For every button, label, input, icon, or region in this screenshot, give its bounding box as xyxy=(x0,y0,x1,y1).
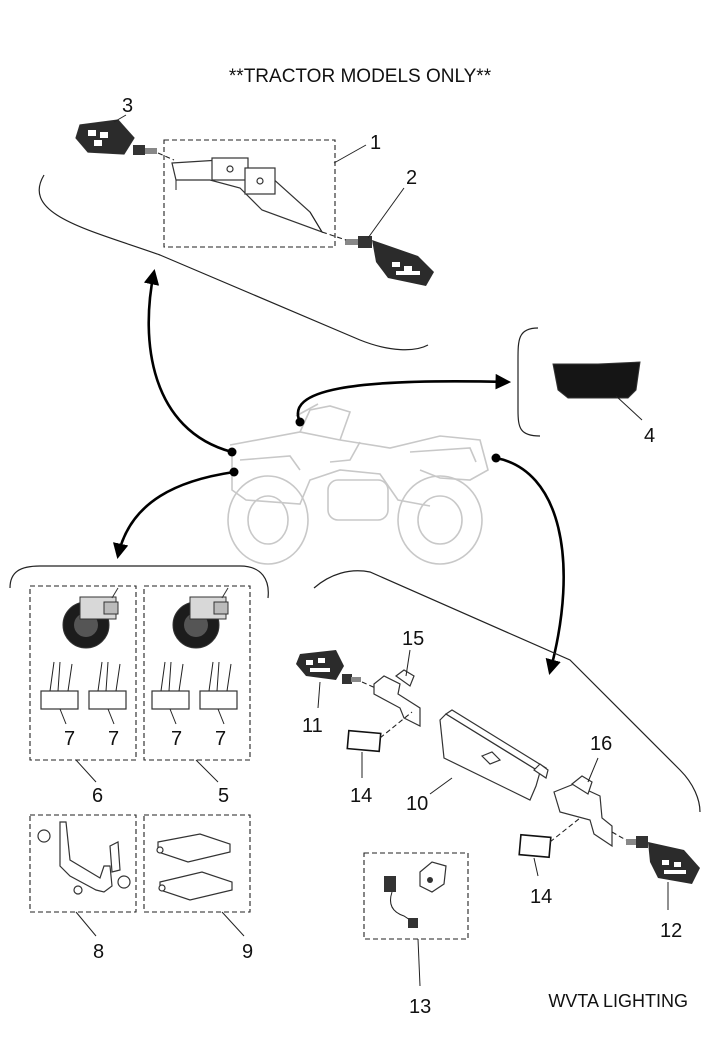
part-13-box xyxy=(363,852,469,940)
callout-14a: 14 xyxy=(350,785,372,807)
part-4-bracket xyxy=(517,327,541,437)
arrow-to-part-4 xyxy=(296,373,512,423)
reflector-14a xyxy=(346,729,382,753)
leader-4 xyxy=(615,395,643,421)
leader-13 xyxy=(417,938,421,987)
leader-8 xyxy=(75,911,97,937)
axis-3 xyxy=(157,152,175,161)
callout-16: 16 xyxy=(590,733,612,755)
rear-bracket-10 xyxy=(439,709,549,801)
part-5-box xyxy=(143,585,251,761)
callout-9: 9 xyxy=(242,941,253,963)
indicator-2 xyxy=(345,236,434,286)
leader-7b xyxy=(107,708,115,725)
callout-6: 6 xyxy=(92,785,103,807)
rear-group-outline xyxy=(313,570,701,813)
part-6-box xyxy=(29,585,137,761)
leader-7d xyxy=(217,708,225,725)
indicator-11 xyxy=(296,650,361,684)
leader-2 xyxy=(367,187,405,239)
callout-3: 3 xyxy=(122,95,133,117)
arrow-to-left-group xyxy=(112,470,235,560)
leader-10 xyxy=(429,777,453,795)
atv-ghost-illustration xyxy=(227,403,489,565)
callout-1: 1 xyxy=(370,132,381,154)
relay-module-7b xyxy=(88,661,127,710)
callout-7d: 7 xyxy=(215,728,226,750)
arrow-to-rear-group xyxy=(495,456,565,676)
dot-left xyxy=(229,467,239,477)
page-title: **TRACTOR MODELS ONLY** xyxy=(229,66,492,87)
callout-15: 15 xyxy=(402,628,424,650)
axis-2 xyxy=(321,231,347,241)
callout-12: 12 xyxy=(660,920,682,942)
reflector-14b xyxy=(518,833,552,859)
leader-16 xyxy=(587,757,599,783)
axis-14b xyxy=(549,817,581,843)
callout-7b: 7 xyxy=(108,728,119,750)
callout-2: 2 xyxy=(406,167,417,189)
callout-10: 10 xyxy=(406,793,428,815)
front-bracket-part xyxy=(171,157,324,234)
leader-15 xyxy=(405,649,411,677)
leader-1 xyxy=(333,144,367,164)
axis-14a xyxy=(379,711,413,739)
mount-plate-16 xyxy=(553,775,613,848)
control-modules xyxy=(156,833,233,901)
callout-5: 5 xyxy=(218,785,229,807)
arrow-to-top-group xyxy=(143,268,233,454)
indicator-12 xyxy=(611,831,700,884)
diagram-caption: WVTA LIGHTING xyxy=(548,991,688,1011)
leader-3 xyxy=(113,114,127,123)
leader-9 xyxy=(221,911,245,937)
callout-4: 4 xyxy=(644,425,655,447)
top-group-outline xyxy=(38,174,429,351)
leader-7a xyxy=(59,708,67,725)
dot-top xyxy=(227,447,237,457)
part-1-box xyxy=(163,139,336,248)
leader-14b xyxy=(533,857,539,877)
callout-8: 8 xyxy=(93,941,104,963)
callout-7c: 7 xyxy=(171,728,182,750)
dot-4 xyxy=(295,417,305,427)
leader-7c xyxy=(169,708,177,725)
callout-14b: 14 xyxy=(530,886,552,908)
part-4-lens xyxy=(552,361,641,399)
dot-rear xyxy=(491,453,501,463)
indicator-3 xyxy=(75,119,157,155)
work-lamp-6 xyxy=(62,587,119,649)
callout-7a: 7 xyxy=(64,728,75,750)
relay-module-7a xyxy=(40,661,79,710)
leader-5 xyxy=(195,759,219,783)
plate-lamp-13 xyxy=(384,861,447,928)
relay-module-7c xyxy=(151,661,190,710)
callout-11: 11 xyxy=(302,715,323,737)
leader-6 xyxy=(75,759,97,783)
leader-11 xyxy=(317,681,321,709)
left-group-outline xyxy=(9,565,269,599)
relay-module-7d xyxy=(199,661,238,710)
mount-plate-15 xyxy=(373,669,421,727)
callout-13: 13 xyxy=(409,996,431,1018)
work-lamp-5 xyxy=(172,587,229,649)
part-8-box xyxy=(29,814,137,913)
part-9-box xyxy=(143,814,251,913)
lamp-mount-bracket xyxy=(37,821,131,895)
